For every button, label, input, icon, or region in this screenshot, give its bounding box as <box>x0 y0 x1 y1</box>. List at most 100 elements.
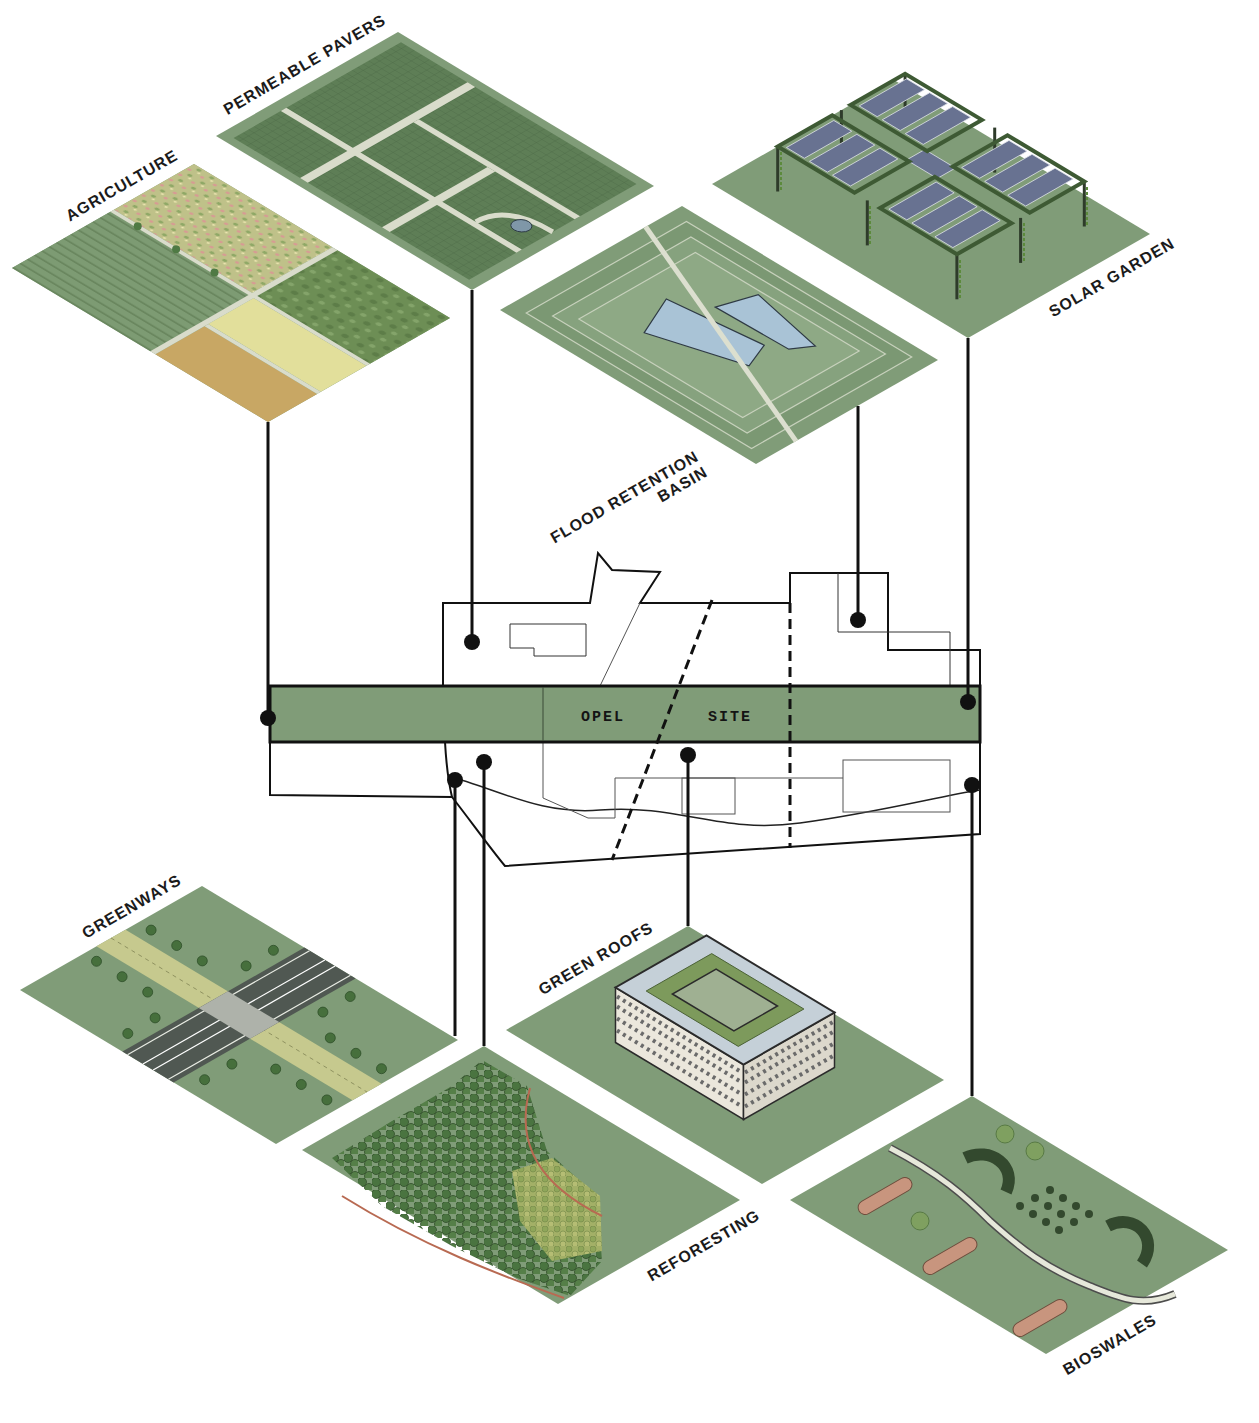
tree-row <box>150 1013 160 1023</box>
greenway-plan <box>96 930 381 1101</box>
site-name: SITE <box>708 709 752 727</box>
vines <box>780 152 782 190</box>
connector-dot <box>850 612 866 628</box>
planter <box>921 1235 980 1277</box>
planting-dots <box>1070 1218 1078 1226</box>
basin-tile <box>500 206 938 464</box>
trail <box>526 1088 602 1216</box>
parcel-line <box>838 573 950 686</box>
tree-row <box>268 945 278 955</box>
tree-row <box>117 972 127 982</box>
building-footprint <box>510 624 586 656</box>
solar-canopy <box>851 74 982 151</box>
leader-connector <box>967 338 970 702</box>
leader-connector <box>857 406 860 620</box>
planting-dots <box>1042 1218 1050 1226</box>
solar-canopy <box>778 74 1085 255</box>
pergola-posts <box>1019 218 1022 263</box>
tree <box>911 1212 929 1230</box>
planting-dots <box>1031 1194 1039 1202</box>
solar-canopy <box>953 135 1084 212</box>
pergola-posts <box>1083 182 1086 227</box>
bioswale-tile-node: BIOSWALES <box>790 1096 1228 1354</box>
river-line <box>448 776 980 825</box>
paver-plan <box>506 217 536 235</box>
solar-canopy <box>833 148 898 186</box>
vines <box>1086 187 1088 225</box>
greenway-plan <box>143 960 325 1064</box>
tree <box>911 1125 1044 1230</box>
tree-row <box>322 1095 332 1105</box>
leader-connector <box>483 762 486 1046</box>
planting-dots <box>1016 1186 1093 1234</box>
basin-plan <box>526 221 911 448</box>
glass-canopy <box>616 936 835 1065</box>
planting-dots <box>1046 1186 1054 1194</box>
field-plan <box>110 210 370 366</box>
path-edge <box>890 1148 1175 1301</box>
leader-connector <box>471 290 474 642</box>
pavers-tile-node: PERMEABLE PAVERS <box>216 32 654 290</box>
forest-tile-node: REFORESTING <box>302 1046 740 1304</box>
greenway-plan <box>168 975 350 1079</box>
tree-row <box>197 956 207 966</box>
leader-connector <box>687 755 690 926</box>
tree-row <box>143 987 153 997</box>
vines <box>959 260 961 298</box>
tree <box>996 1125 1014 1143</box>
planting-dots <box>1044 1202 1052 1210</box>
solar-canopy <box>778 74 1085 255</box>
connector-dot <box>964 777 980 793</box>
paver-plan <box>413 119 580 219</box>
planting-dots <box>1059 1194 1067 1202</box>
swale <box>965 1154 1009 1192</box>
solar-canopy <box>786 79 1073 248</box>
connector-dot <box>476 754 492 770</box>
tree-row <box>325 1033 335 1043</box>
paver-plan <box>476 204 553 249</box>
tree-row <box>92 956 102 966</box>
greenway-plan <box>199 991 279 1038</box>
parcel-line <box>600 603 640 686</box>
site-outline <box>443 553 980 686</box>
tree-row <box>241 961 251 971</box>
tree-row <box>92 925 387 1105</box>
site-name: OPEL <box>581 709 625 727</box>
planter <box>921 1235 980 1277</box>
leader-connector <box>454 780 457 1036</box>
planting-dots <box>1085 1210 1093 1218</box>
solar-canopy <box>778 74 1085 255</box>
roof-planting <box>646 954 804 1047</box>
tree-row <box>227 1059 237 1069</box>
tree-row <box>146 925 156 935</box>
leader-connector <box>971 785 974 1096</box>
vines <box>1023 223 1025 261</box>
pergola-posts <box>778 74 1085 300</box>
site-plan <box>270 550 984 870</box>
pergola-posts <box>776 147 779 192</box>
tree-row <box>296 1080 306 1090</box>
path <box>890 1148 1175 1301</box>
site-outline <box>445 742 452 797</box>
greenway-plan <box>153 966 335 1070</box>
tree-row <box>271 1064 281 1074</box>
solar-canopy <box>1008 168 1073 206</box>
connector-dot <box>960 694 976 710</box>
tile-ground <box>500 206 938 464</box>
tree-row <box>377 1064 387 1074</box>
connector-dot <box>680 747 696 763</box>
tree-row <box>345 992 355 1002</box>
solar-canopy <box>907 150 956 179</box>
basin-plan <box>540 227 902 441</box>
tile-ground <box>790 1096 1228 1354</box>
greenway-plan <box>122 948 355 1083</box>
vines <box>869 206 871 244</box>
site-plan-node: OPEL SITE <box>270 550 984 870</box>
leader-connector <box>267 422 270 718</box>
planting-dots <box>1055 1226 1063 1234</box>
trail <box>342 1196 564 1298</box>
tree-row <box>123 1029 133 1039</box>
building-footprint <box>843 760 950 812</box>
